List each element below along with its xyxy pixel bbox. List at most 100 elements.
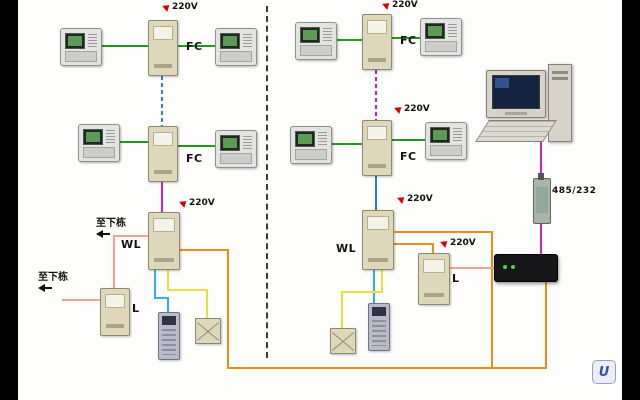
power-label-text: 220V (407, 194, 433, 204)
controller-box (494, 254, 558, 282)
unit-label-plate (153, 132, 173, 146)
wire-orange (492, 280, 547, 369)
wire-linker-wl (148, 212, 180, 270)
power-label: 220V (179, 198, 215, 208)
keypad-buttons (162, 329, 176, 355)
power-label-text: 220V (404, 104, 430, 114)
wire-cyan (154, 268, 169, 312)
power-label: 220V (382, 0, 418, 10)
indoor-monitor (215, 130, 257, 168)
computer-screen (492, 75, 540, 109)
camera-picture (433, 130, 447, 140)
indoor-monitor (215, 28, 257, 66)
power-arrow-icon (162, 2, 172, 12)
unit-label-plate (423, 259, 445, 273)
fc-label: FC (186, 152, 203, 165)
button-panel (425, 41, 457, 52)
floor-controller-fc (148, 126, 178, 182)
monitor-screen (430, 127, 450, 143)
button-panel (430, 145, 462, 156)
monitor-screen (83, 129, 103, 145)
power-label: 220V (162, 2, 198, 12)
unit-label-plate (367, 216, 389, 230)
status-led (511, 265, 515, 269)
floor-controller-fc (362, 120, 392, 176)
unit-label-plate (367, 20, 387, 34)
fc-label: FC (186, 40, 203, 53)
power-arrow-icon (397, 194, 407, 204)
floor-controller-fc (362, 14, 392, 70)
left-arrow-tail (102, 233, 110, 235)
drive-bay (552, 77, 568, 80)
l-label: L (452, 272, 460, 285)
button-panel (83, 147, 115, 158)
diagram-canvas: FC 220V FC WL 220V 至下栋 L 至下栋 (18, 0, 622, 400)
wire-yellow (167, 268, 208, 318)
monitor-screen (425, 23, 445, 39)
unit-label-plate (153, 218, 175, 232)
junction-box (330, 328, 356, 354)
monitor-screen (300, 27, 320, 43)
unit-terminal-slot (424, 293, 444, 297)
wiring-layer (62, 37, 547, 369)
power-label: 220V (440, 238, 476, 248)
converter-connector (538, 173, 544, 180)
logo-badge: U (592, 360, 616, 384)
speaker-grille (243, 136, 252, 149)
fc-label: FC (400, 150, 417, 163)
left-arrow-head (96, 230, 103, 238)
power-label-text: 220V (450, 238, 476, 248)
power-arrow-icon (179, 198, 189, 208)
computer-tower (548, 64, 572, 142)
camera-picture (223, 138, 237, 148)
camera-picture (86, 132, 100, 142)
indoor-monitor (60, 28, 102, 66)
power-label-text: 220V (392, 0, 418, 10)
converter-body (536, 187, 548, 213)
button-panel (220, 153, 252, 164)
indoor-monitor (78, 124, 120, 162)
unit-terminal-slot (154, 64, 172, 68)
floor-controller-fc (148, 20, 178, 76)
power-label-text: 220V (172, 2, 198, 12)
speaker-grille (106, 130, 115, 143)
drive-bay (552, 71, 568, 74)
wire-salmon (113, 235, 148, 288)
left-arrow-icon (96, 230, 110, 238)
speaker-grille (453, 128, 462, 141)
power-label-text: 220V (189, 198, 215, 208)
button-panel (295, 149, 327, 160)
to-next-building-label: 至下栋 (96, 214, 126, 238)
unit-terminal-slot (106, 324, 124, 328)
camera-picture (68, 36, 82, 46)
unit-terminal-slot (154, 258, 174, 262)
indoor-monitor (290, 126, 332, 164)
left-arrow-icon (38, 284, 52, 292)
power-arrow-icon (394, 104, 404, 114)
button-panel (220, 51, 252, 62)
left-arrow-head (38, 284, 45, 292)
monitor-screen (65, 33, 85, 49)
l-label: L (132, 302, 140, 315)
unit-label-plate (367, 126, 387, 140)
wire-orange (392, 243, 434, 253)
camera-picture (428, 26, 442, 36)
monitor-stand (505, 112, 527, 115)
indoor-monitor (420, 18, 462, 56)
indoor-monitor (425, 122, 467, 160)
computer-keyboard (475, 120, 557, 142)
button-panel (65, 51, 97, 62)
section-divider-dashed-line (266, 6, 268, 358)
keypad-display (162, 316, 176, 325)
wire-linker-wl (362, 210, 394, 270)
camera-picture (223, 36, 237, 46)
monitor-screen (220, 33, 240, 49)
unit-terminal-slot (154, 170, 172, 174)
status-led (503, 265, 507, 269)
unit-label-plate (105, 294, 125, 308)
wire-yellow (341, 268, 383, 328)
power-label: 220V (394, 104, 430, 114)
button-panel (300, 45, 332, 56)
keypad-display (372, 307, 386, 316)
speaker-grille (88, 34, 97, 47)
